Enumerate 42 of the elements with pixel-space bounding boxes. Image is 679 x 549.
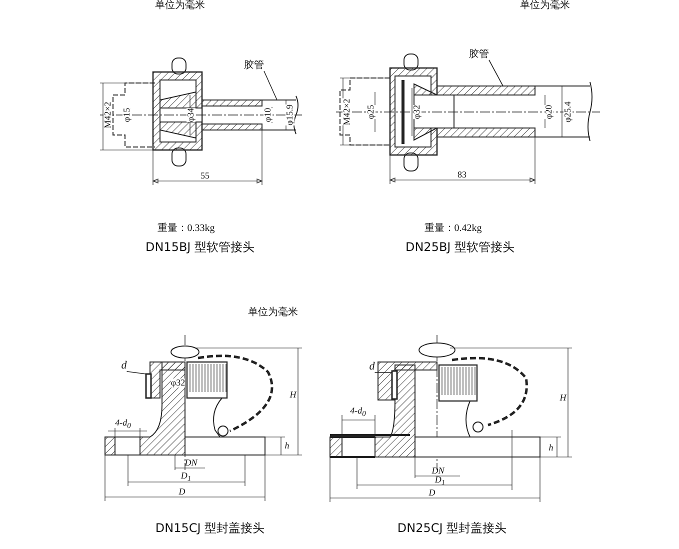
leader-label: d — [121, 360, 127, 372]
dimension-label: φ25 — [366, 104, 376, 120]
dimension-label: DN — [432, 466, 444, 476]
leader-line — [264, 70, 278, 100]
dimension-label: φ15.9 — [286, 104, 294, 126]
weight-note: 重量：0.33kg — [157, 224, 215, 234]
dimension-label: φ20 — [544, 104, 554, 120]
dimension-label: 55 — [200, 172, 210, 180]
seal-ring — [145, 373, 152, 399]
dimension-label: 4-d$_{0}$ — [115, 418, 131, 430]
dimension-label: M42×2 — [342, 98, 352, 126]
dimension-label: M42×2 — [104, 102, 112, 128]
leader-label: 胶管 — [244, 61, 264, 71]
unit-note: 单位为毫米 — [248, 308, 298, 318]
dimension-label: φ15 — [122, 108, 132, 122]
leader-label: d — [369, 362, 375, 372]
dimension-label: 83 — [458, 170, 466, 180]
dimension-label: H — [560, 394, 566, 402]
dimension-label: φ25.4 — [564, 102, 572, 122]
dimension-label: φ32 — [170, 378, 186, 388]
weight-note: 重量：0.42kg — [424, 224, 482, 234]
dimension-label: φ32 — [412, 104, 422, 120]
dimension-label: D$_{1}$ — [434, 475, 446, 487]
dimension-label: DN — [184, 458, 198, 468]
leader-line — [374, 372, 392, 373]
leader-line — [488, 60, 504, 86]
leader-line — [126, 371, 146, 374]
figure-caption: DN25BJ 型软管接头 — [405, 241, 515, 253]
dimension-label: D — [178, 488, 186, 496]
dimension-label: D — [428, 488, 436, 498]
dimension-label: h — [548, 444, 554, 452]
figure-caption: DN25CJ 型封盖接头 — [397, 522, 507, 534]
figure-caption: DN15BJ 型软管接头 — [145, 241, 255, 253]
dimension-label: H — [290, 390, 296, 400]
dimension-label: D$_{1}$ — [180, 471, 192, 483]
dimension-label: 4-d$_{0}$ — [350, 406, 366, 418]
figure-caption: DN15CJ 型封盖接头 — [155, 522, 265, 534]
dimension-label: h — [284, 442, 290, 450]
leader-label: 胶管 — [469, 50, 489, 60]
dimension-label: φ10 — [264, 108, 272, 122]
seal-ring — [391, 370, 398, 400]
dimension-label: φ34 — [186, 108, 196, 122]
